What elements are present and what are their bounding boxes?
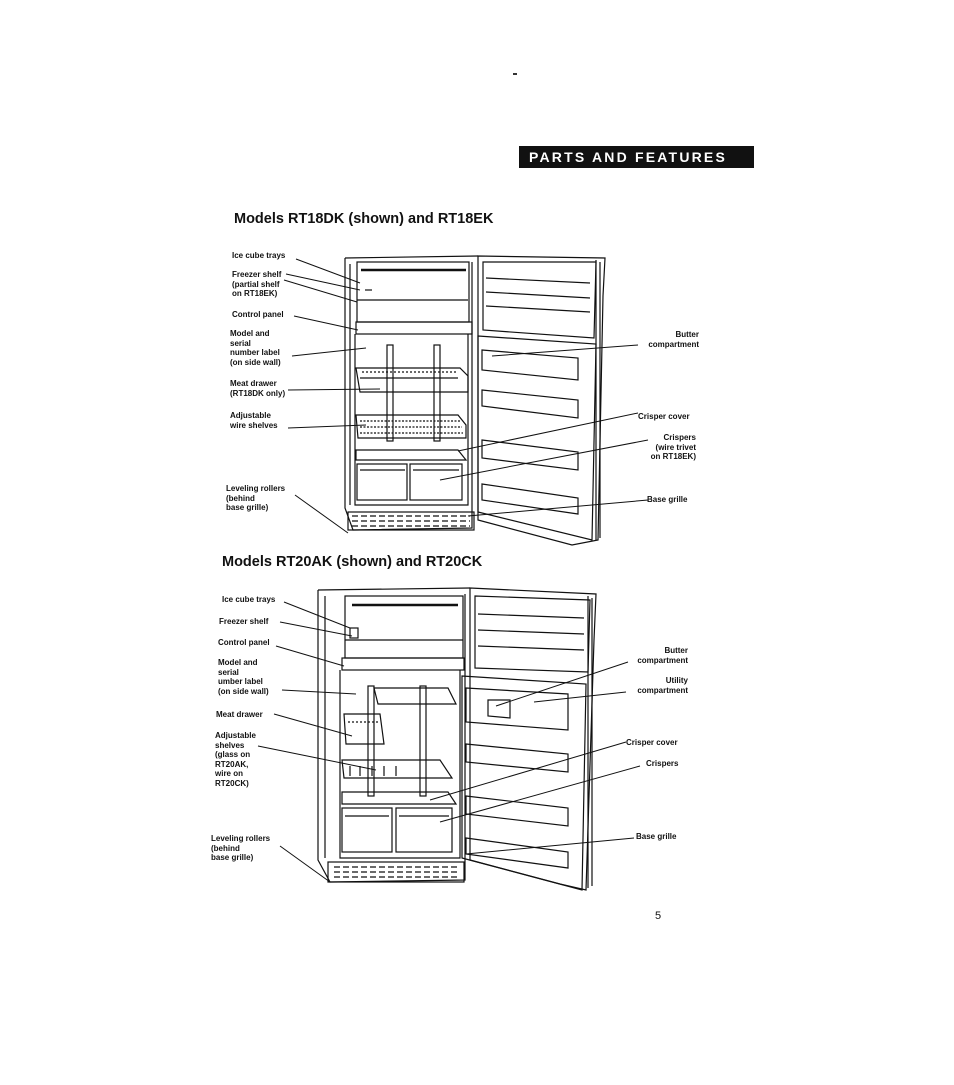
page-number: 5	[655, 910, 662, 922]
label-model-serial-2: Model and serial umber label (on side wa…	[218, 658, 269, 696]
label-crispers: Crispers (wire trivet on RT18EK)	[650, 433, 696, 461]
label-leveling-rollers: Leveling rollers (behind base grille)	[226, 484, 286, 512]
label-crisper-cover-2: Crisper cover	[626, 738, 678, 747]
figure2-heading: Models RT20AK (shown) and RT20CK	[222, 554, 483, 570]
figure1-heading: Models RT18DK (shown) and RT18EK	[234, 211, 494, 227]
label-base-grille-2: Base grille	[636, 832, 677, 841]
label-ice-cube-trays: Ice cube trays	[232, 251, 286, 260]
refrigerator-rt20ak-drawing	[257, 587, 641, 891]
label-utility: Utility compartment	[637, 676, 688, 695]
label-meat-drawer: Meat drawer (RT18DK only)	[230, 379, 286, 398]
label-butter: Butter compartment	[648, 330, 699, 349]
label-crisper-cover: Crisper cover	[638, 412, 690, 421]
section-banner: PARTS AND FEATURES	[519, 146, 754, 168]
label-crispers-2: Crispers	[646, 759, 679, 768]
scan-speck	[513, 73, 517, 75]
label-leveling-rollers-2: Leveling rollers (behind base grille)	[211, 834, 271, 862]
label-meat-drawer-2: Meat drawer	[216, 710, 263, 719]
label-model-serial: Model and serial number label (on side w…	[230, 329, 281, 367]
label-base-grille: Base grille	[647, 495, 688, 504]
label-adjustable-shelves-2: Adjustable shelves (glass on RT20AK, wir…	[215, 731, 256, 788]
label-freezer-shelf-2: Freezer shelf	[219, 617, 269, 626]
label-ice-cube-trays-2: Ice cube trays	[222, 595, 276, 604]
label-adjustable-shelves: Adjustable wire shelves	[230, 411, 278, 430]
label-control-panel: Control panel	[232, 310, 284, 319]
label-control-panel-2: Control panel	[218, 638, 270, 647]
label-freezer-shelf: Freezer shelf (partial shelf on RT18EK)	[232, 270, 282, 298]
label-butter-2: Butter compartment	[637, 646, 688, 665]
refrigerator-rt18dk-drawing	[283, 255, 649, 546]
